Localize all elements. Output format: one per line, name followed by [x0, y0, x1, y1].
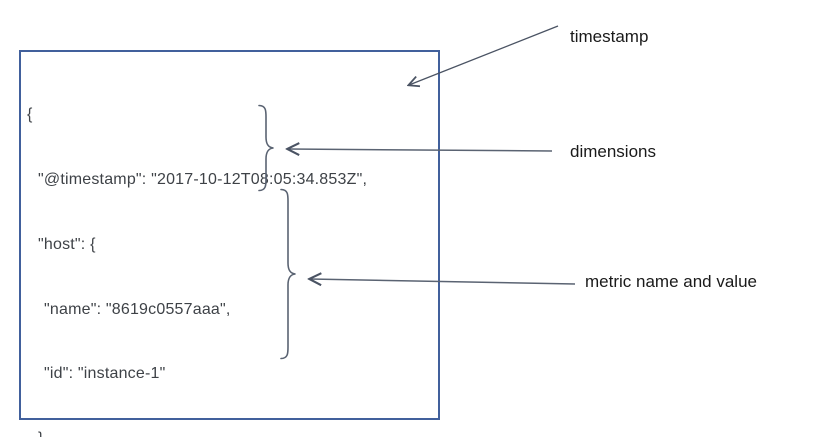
json-line-host-close: },: [27, 428, 367, 437]
dimensions-label: dimensions: [570, 142, 656, 161]
dimensions-group-brace: [258, 104, 274, 192]
metric-group-brace: [280, 188, 296, 360]
json-line-host-id: "id": "instance-1": [44, 365, 166, 383]
json-line-open-root: {: [27, 106, 33, 124]
json-document-box: [19, 50, 440, 420]
timestamp-label: timestamp: [570, 27, 649, 46]
metric-name-value-label: metric name and value: [585, 272, 757, 291]
json-line-host-open: "host": {: [38, 235, 96, 253]
json-code-block: { "@timestamp": "2017-10-12T08:05:34.853…: [27, 61, 367, 437]
json-line-host-name: "name": "8619c0557aaa",: [44, 300, 231, 318]
json-line-timestamp: "@timestamp": "2017-10-12T08:05:34.853Z"…: [38, 170, 368, 188]
